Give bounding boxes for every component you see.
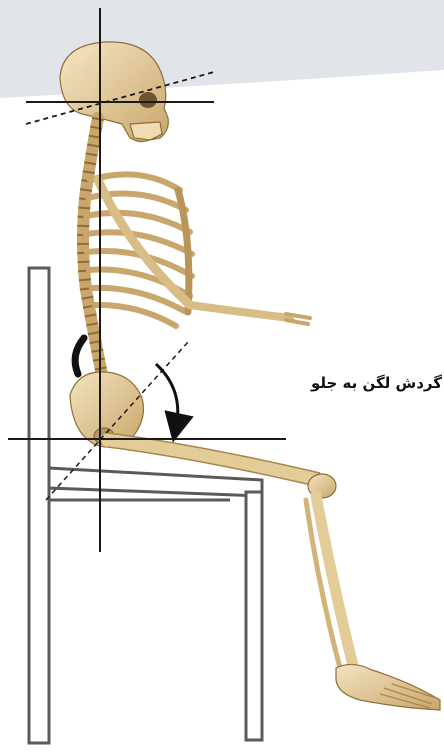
eye-socket	[139, 92, 157, 108]
chair-seat	[49, 468, 262, 496]
lumbar-curve-icon	[75, 338, 84, 374]
curved-arrow-icon	[156, 364, 178, 428]
chair-backrest	[29, 268, 49, 743]
pelvis-rotation-label: گردش لگن به جلو	[300, 374, 442, 392]
chair	[29, 268, 262, 743]
hand	[286, 314, 310, 324]
foot	[336, 664, 440, 710]
chair-front-leg	[246, 492, 262, 740]
forearm	[190, 305, 290, 318]
